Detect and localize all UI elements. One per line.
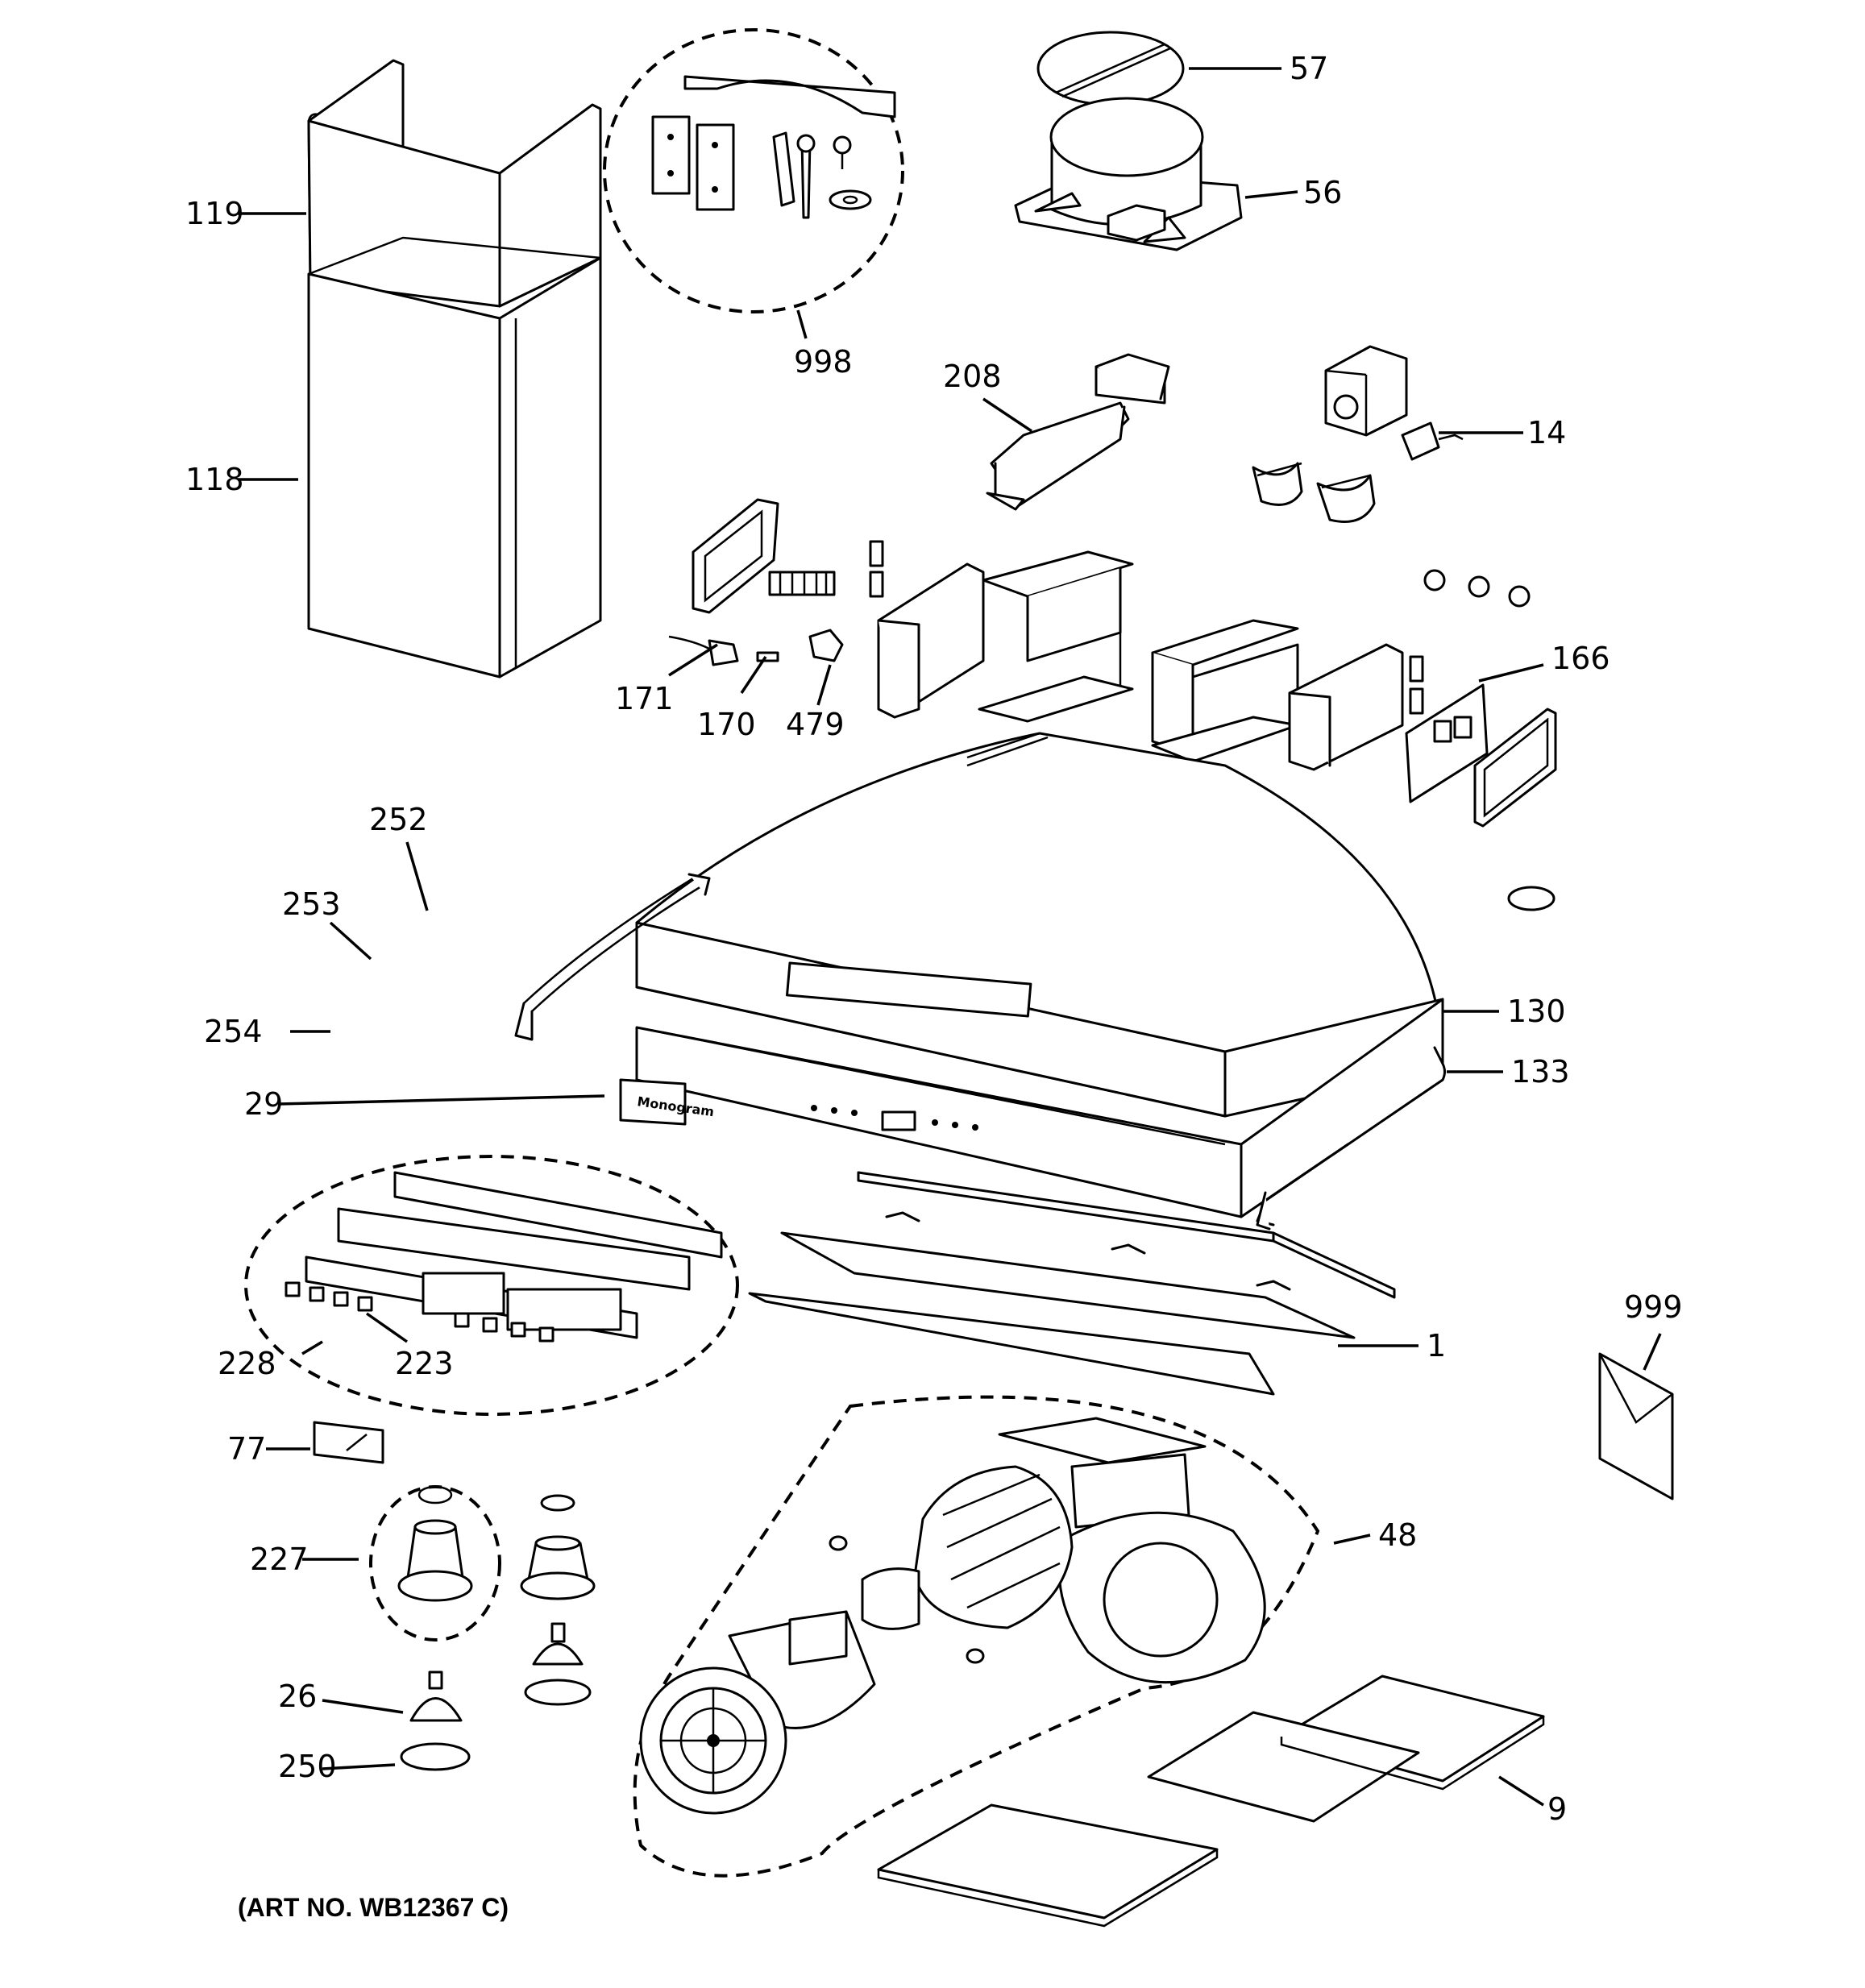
callout-170: 170 <box>697 707 756 742</box>
art-number: (ART NO. WB12367 C) <box>238 1893 509 1922</box>
part-terminal-plate <box>692 498 779 614</box>
part-26-halogen-bulb <box>409 1671 463 1722</box>
callout-118: 118 <box>185 462 244 497</box>
part-grommet <box>1507 886 1556 911</box>
part-hood-canopy <box>635 732 1444 1118</box>
callout-999: 999 <box>1624 1289 1683 1325</box>
part-9-grease-filters <box>877 1675 1545 1928</box>
part-29-control-panel-with-logo: Monogram <box>619 1078 978 1131</box>
part-479-switch-knob <box>808 629 844 662</box>
part-hood-side-rail <box>514 873 711 1041</box>
part-250-light-ring <box>400 1742 471 1771</box>
part-77-lamp-lens <box>313 1421 384 1464</box>
part-166-control-board <box>1405 569 1557 828</box>
part-999-owners-manual <box>1598 1352 1674 1500</box>
callout-254: 254 <box>204 1014 263 1049</box>
part-mounting-frame-right <box>1151 619 1299 763</box>
part-171-power-cord-plug <box>668 635 739 666</box>
callout-9: 9 <box>1547 1791 1567 1827</box>
part-1-filter-rails <box>748 1171 1396 1396</box>
part-228-control-keypad-group <box>244 1155 739 1416</box>
callout-208: 208 <box>943 359 1002 394</box>
callout-57: 57 <box>1290 51 1328 86</box>
callout-48: 48 <box>1378 1517 1417 1553</box>
callout-250: 250 <box>278 1749 337 1784</box>
callout-1: 1 <box>1427 1328 1446 1363</box>
part-223-push-button-set <box>285 1281 555 1343</box>
callout-26: 26 <box>278 1679 317 1714</box>
part-208-support-bracket <box>986 204 1170 511</box>
part-133-handle-rail <box>1256 1046 1446 1231</box>
part-spacer-clips <box>869 540 1424 715</box>
part-57-damper-flap <box>1036 31 1185 106</box>
part-terminal-block <box>768 571 836 596</box>
callout-29: 29 <box>244 1086 283 1122</box>
callout-119: 119 <box>185 196 244 231</box>
part-170-fuse <box>756 651 779 662</box>
callout-171: 171 <box>615 681 674 716</box>
callout-228: 228 <box>218 1346 276 1381</box>
part-48-blower-assembly <box>633 1395 1320 1878</box>
callout-166: 166 <box>1551 641 1610 676</box>
callout-223: 223 <box>395 1346 454 1381</box>
part-227-light-socket-group <box>369 1485 501 1641</box>
callout-227: 227 <box>250 1542 309 1577</box>
leader-lines <box>238 67 1662 1807</box>
part-mounting-frame-left <box>978 550 1134 723</box>
part-118-lower-chimney-cover <box>307 236 602 679</box>
callout-252: 252 <box>369 802 428 837</box>
part-14-capacitor-assembly <box>1252 345 1464 523</box>
part-119-upper-chimney-cover <box>307 59 602 308</box>
callout-998: 998 <box>794 344 853 380</box>
callout-14: 14 <box>1527 415 1566 450</box>
part-998-mounting-hardware-kit <box>603 28 904 313</box>
part-fan-housing-left <box>877 562 985 719</box>
callout-77: 77 <box>227 1431 266 1467</box>
part-light-socket-assembly <box>520 1494 596 1706</box>
callout-labels: 57 56 119 118 998 208 14 171 170 479 166… <box>185 51 1683 1827</box>
callout-130: 130 <box>1507 994 1566 1029</box>
callout-479: 479 <box>786 707 845 742</box>
callout-133: 133 <box>1511 1054 1570 1089</box>
callout-253: 253 <box>282 886 341 922</box>
part-fan-housing-right <box>1288 643 1404 771</box>
callout-56: 56 <box>1303 175 1342 210</box>
